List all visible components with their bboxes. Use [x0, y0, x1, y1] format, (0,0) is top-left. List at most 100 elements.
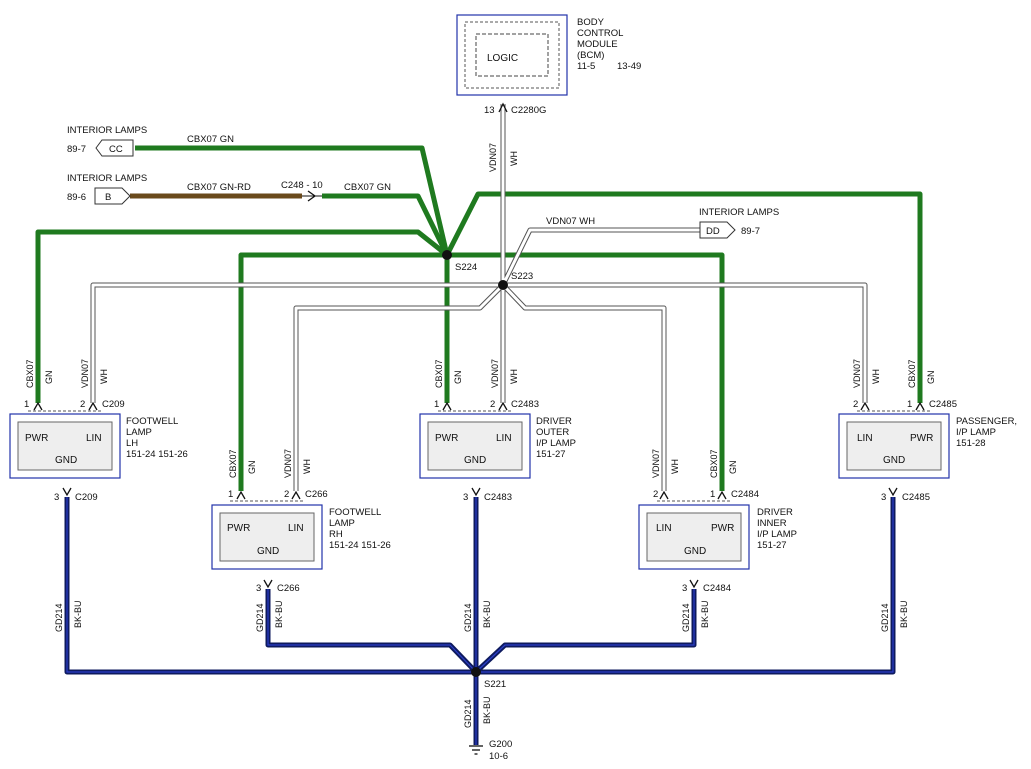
ground-wire-footwell-rh [265, 589, 478, 674]
ground-g200-name: G200 [489, 739, 512, 750]
footwell-lh-lin-label: LIN [86, 433, 102, 444]
label-gd214-rh: GD214 [255, 603, 265, 632]
driver-outer-name-1: DRIVER [536, 416, 572, 427]
driver-inner-pin1: 1 [710, 489, 715, 500]
passenger-conn-bot: C2485 [902, 492, 930, 503]
footwell-lh-name-1: FOOTWELL [126, 416, 178, 427]
footwell-rh-pin2: 2 [284, 489, 289, 500]
bcm-name-line-4: (BCM) [577, 50, 604, 61]
bcm-pin-arrow [498, 102, 508, 113]
label-bkbu-pass: BK-BU [899, 600, 909, 628]
splice-s221-label: S221 [484, 679, 506, 690]
label-wh-pass: WH [871, 369, 881, 384]
interior-lamps-dd: INTERIOR LAMPS DD 89-7 [699, 207, 779, 239]
passenger-lin-label: LIN [857, 433, 873, 444]
interior-lamps-cc-ref: 89-7 [67, 144, 86, 155]
ground-wire-labels: GD214 BK-BU GD214 BK-BU GD214 BK-BU GD21… [54, 600, 909, 728]
footwell-rh-name-3: RH [329, 529, 343, 540]
bcm-connector: C2280G [511, 105, 546, 116]
driver-outer-pwr-label: PWR [435, 433, 458, 444]
footwell-rh-conn-bot: C266 [277, 583, 300, 594]
label-gn-outer: GN [453, 371, 463, 385]
interior-lamps-dd-code: DD [706, 226, 720, 237]
footwell-lh-name-2: LAMP [126, 427, 152, 438]
wire-label-cbx07-gn-after-c248: CBX07 GN [344, 182, 391, 193]
footwell-rh-conn-top: C266 [305, 489, 328, 500]
label-vdn07-pass: VDN07 [852, 359, 862, 388]
driver-outer-conn-top: C2483 [511, 399, 539, 410]
ground-g200-ref: 10-6 [489, 751, 508, 762]
driver-inner-conn-top: C2484 [731, 489, 759, 500]
ground-g200: G200 10-6 [469, 739, 512, 762]
footwell-lh-conn-bot: C209 [75, 492, 98, 503]
label-vdn07-lh: VDN07 [80, 359, 90, 388]
passenger-name-1: PASSENGER, [956, 416, 1017, 427]
vertical-wire-labels: CBX07 GN VDN07 WH CBX07 GN VDN07 WH VDN0… [25, 359, 936, 478]
driver-outer-pin2: 2 [490, 399, 495, 410]
bcm-ref-a: 11-5 [577, 61, 595, 72]
driver-inner-name-2: INNER [757, 518, 787, 529]
passenger-pin1: 1 [907, 399, 912, 410]
label-gd214-main: GD214 [463, 699, 473, 728]
wire-vdn07-dd [501, 228, 700, 286]
label-vdn07-inner: VDN07 [651, 449, 661, 478]
footwell-lh-name-4: 151-24 151-26 [126, 449, 188, 460]
label-wh-outer: WH [509, 369, 519, 384]
driver-inner-ip-lamp: LIN PWR GND DRIVER INNER I/P LAMP 151-27… [638, 489, 797, 594]
splice-s224 [442, 250, 452, 260]
c248-label: C248 - 10 [281, 180, 323, 191]
footwell-rh-name-1: FOOTWELL [329, 507, 381, 518]
bcm-logic-label: LOGIC [487, 53, 518, 64]
wire-cbx07-footwell-rh-driver-inner [238, 252, 725, 491]
driver-outer-name-2: OUTER [536, 427, 569, 438]
label-wh-lh: WH [99, 369, 109, 384]
label-wh-inner: WH [670, 459, 680, 474]
label-gd214-pass: GD214 [880, 603, 890, 632]
label-gd214-outer: GD214 [463, 603, 473, 632]
footwell-lh-name-3: LH [126, 438, 138, 449]
passenger-name-2: I/P LAMP [956, 427, 996, 438]
label-cbx07-outer: CBX07 [434, 359, 444, 388]
label-vdn07-outer: VDN07 [490, 359, 500, 388]
power-wires [35, 145, 923, 491]
label-bkbu-lh: BK-BU [73, 600, 83, 628]
footwell-rh-pin3: 3 [256, 583, 261, 594]
driver-inner-pin3: 3 [682, 583, 687, 594]
splice-s224-label: S224 [455, 262, 477, 273]
driver-inner-gnd-label: GND [684, 546, 706, 557]
footwell-rh-pwr-label: PWR [227, 523, 250, 534]
label-cbx07-lh: CBX07 [25, 359, 35, 388]
footwell-lamp-lh: PWR LIN GND FOOTWELL LAMP LH 151-24 151-… [9, 399, 188, 503]
passenger-pwr-label: PWR [910, 433, 933, 444]
interior-lamps-dd-title: INTERIOR LAMPS [699, 207, 779, 218]
interior-lamps-cc: INTERIOR LAMPS 89-7 CC [67, 125, 147, 157]
wire-label-cbx07-gn-rd: CBX07 GN-RD [187, 182, 251, 193]
label-gn-inner: GN [728, 461, 738, 475]
footwell-rh-name-4: 151-24 151-26 [329, 540, 391, 551]
label-gn-lh: GN [44, 371, 54, 385]
interior-lamps-b: INTERIOR LAMPS 89-6 B [67, 173, 147, 205]
label-gn-rh: GN [247, 461, 257, 475]
driver-outer-pin3: 3 [463, 492, 468, 503]
wire-cbx07-cc [135, 145, 450, 256]
passenger-gnd-label: GND [883, 455, 905, 466]
label-cbx07-rh: CBX07 [228, 449, 238, 478]
wire-label-vdn07-bcm: VDN07 [488, 143, 498, 172]
passenger-ip-lamp: LIN PWR GND PASSENGER, I/P LAMP 151-28 2… [838, 399, 1017, 503]
driver-inner-lin-label: LIN [656, 523, 672, 534]
passenger-pin2: 2 [853, 399, 858, 410]
interior-lamps-cc-title: INTERIOR LAMPS [67, 125, 147, 136]
wire-cbx07-b [322, 193, 450, 257]
wire-vdn07-footwell-lh-passenger [91, 283, 867, 403]
passenger-name-3: 151-28 [956, 438, 986, 449]
footwell-lh-pin3: 3 [54, 492, 59, 503]
driver-inner-name-3: I/P LAMP [757, 529, 797, 540]
ground-wire-driver-inner [474, 589, 697, 674]
bcm-ref-b: 13-49 [617, 61, 641, 72]
interior-lamps-b-code: B [105, 192, 111, 203]
interior-lamps-cc-connector [95, 139, 134, 157]
interior-lamps-cc-code: CC [109, 144, 123, 155]
wire-label-wh-bcm: WH [509, 151, 519, 166]
driver-outer-ip-lamp: PWR LIN GND DRIVER OUTER I/P LAMP 151-27… [419, 399, 576, 503]
